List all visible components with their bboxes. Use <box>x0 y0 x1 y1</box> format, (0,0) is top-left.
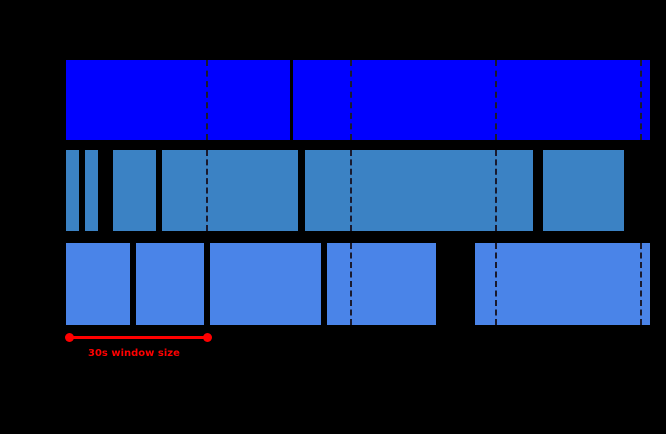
window-divider-dashed-line <box>350 150 352 231</box>
window-divider-dashed-line <box>350 243 352 325</box>
bar-segment <box>66 150 79 231</box>
bar-segment <box>85 150 98 231</box>
window-divider-dashed-line <box>350 60 352 140</box>
window-divider-dashed-line <box>206 150 208 231</box>
window-size-annotation-end-marker <box>203 333 212 342</box>
bar-segment <box>210 243 321 325</box>
bar-segment <box>113 150 156 231</box>
bar-segment <box>66 60 290 140</box>
window-size-annotation-start-marker <box>65 333 74 342</box>
window-size-annotation-line <box>69 336 207 339</box>
bar-segment <box>293 60 650 140</box>
bar-segment <box>305 150 533 231</box>
window-divider-dashed-line <box>640 60 642 140</box>
bar-segment <box>136 243 204 325</box>
window-divider-dashed-line <box>640 243 642 325</box>
bar-segment <box>162 150 298 231</box>
window-divider-dashed-line <box>495 60 497 140</box>
bar-segment <box>66 243 130 325</box>
window-divider-dashed-line <box>495 150 497 231</box>
window-divider-dashed-line <box>495 243 497 325</box>
bar-segment <box>543 150 624 231</box>
window-size-annotation-label: 30s window size <box>88 348 180 359</box>
bar-segment <box>327 243 436 325</box>
window-divider-dashed-line <box>206 60 208 140</box>
bar-segment <box>475 243 650 325</box>
